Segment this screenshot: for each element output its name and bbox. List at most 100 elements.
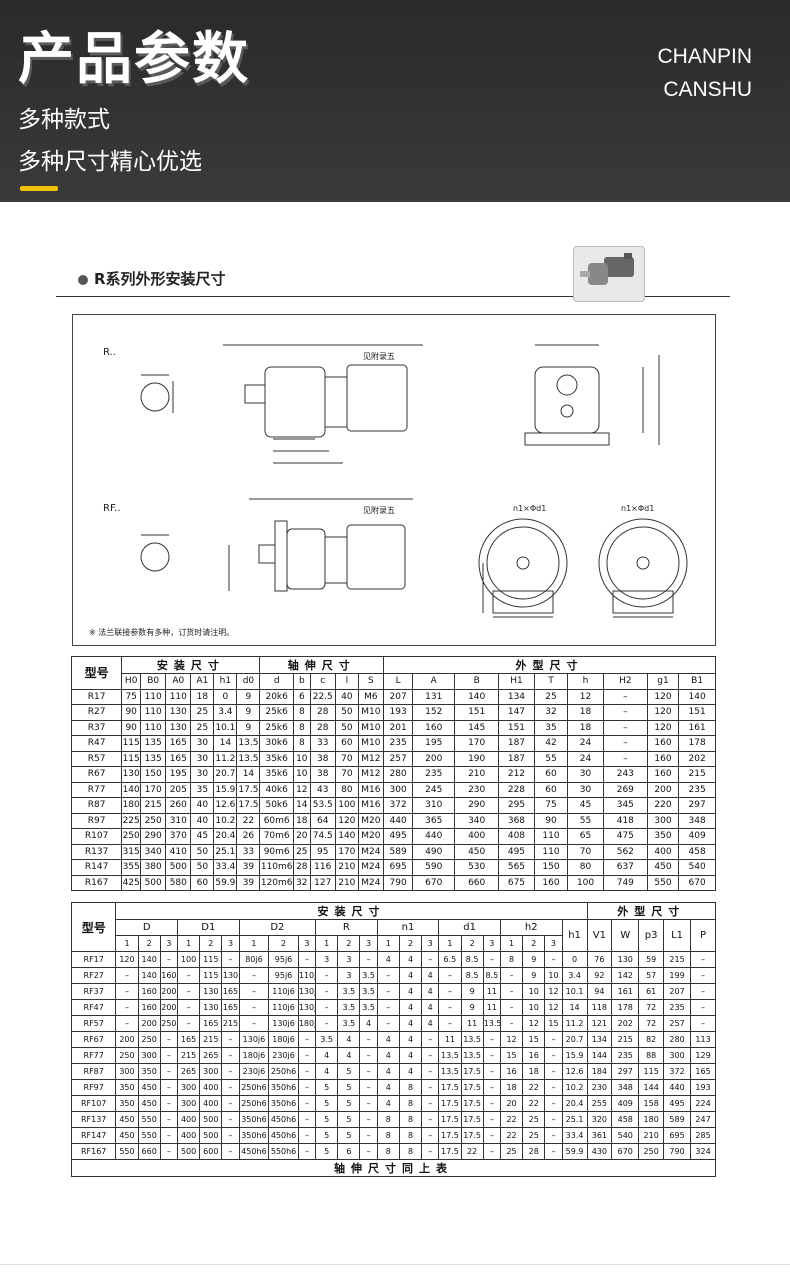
value-cell: 3.5 — [315, 1031, 339, 1048]
value-cell: – — [376, 999, 400, 1016]
value-cell: 418 — [602, 812, 648, 829]
value-cell: 250 — [115, 1047, 139, 1064]
model-cell: R67 — [70, 766, 123, 783]
value-cell: 310 — [412, 797, 456, 814]
value-cell: 8.5 — [460, 951, 484, 968]
bullet-icon — [78, 274, 88, 285]
value-cell: 210 — [638, 1127, 664, 1144]
value-cell: 247 — [690, 1111, 716, 1128]
value-cell: 250 — [140, 812, 167, 829]
value-cell: 4 — [376, 1079, 400, 1096]
table1-model-header: 型号 — [70, 656, 123, 690]
value-cell: – — [315, 967, 339, 984]
value-cell: 184 — [586, 1063, 613, 1080]
value-cell: 10.2 — [213, 812, 238, 829]
table2-col-header: V1 — [586, 919, 613, 952]
value-cell: 450h6 — [268, 1127, 299, 1144]
table2-col-header: h1 — [561, 919, 588, 952]
value-cell: – — [482, 1047, 501, 1064]
value-cell: 82 — [638, 1031, 664, 1048]
value-cell: 30 — [190, 766, 215, 783]
value-cell: 60 — [190, 874, 215, 891]
value-cell: 72 — [638, 999, 664, 1016]
value-cell: 64 — [309, 812, 336, 829]
value-cell: – — [544, 951, 563, 968]
value-cell: 25k6 — [259, 719, 294, 736]
value-cell: 350h6 — [268, 1095, 299, 1112]
value-cell: – — [297, 1047, 317, 1064]
value-cell: 15 — [544, 1015, 563, 1032]
value-cell: 450 — [454, 843, 500, 860]
value-cell: 3.4 — [561, 967, 588, 984]
value-cell: 4 — [315, 1047, 339, 1064]
value-cell: 202 — [678, 750, 716, 767]
model-cell: R37 — [70, 719, 123, 736]
value-cell: – — [602, 704, 648, 721]
table1-col-header: T — [533, 673, 569, 690]
value-cell: 450 — [115, 1127, 139, 1144]
value-cell: 100 — [334, 797, 359, 814]
value-cell: – — [359, 1063, 378, 1080]
value-cell: 207 — [382, 688, 414, 705]
table2-subnumber: 2 — [337, 935, 361, 952]
value-cell: 53.5 — [309, 797, 336, 814]
english-title-line2: CANSHU — [663, 78, 752, 101]
value-cell: 43 — [309, 781, 336, 798]
table1-col-header: h — [567, 673, 604, 690]
table2-col-header: P — [690, 919, 716, 952]
value-cell: 150 — [140, 766, 167, 783]
value-cell: – — [221, 1095, 240, 1112]
model-cell: RF57 — [70, 1015, 117, 1032]
value-cell: 265 — [177, 1063, 201, 1080]
value-cell: 22 — [499, 1111, 524, 1128]
value-cell: 210 — [454, 766, 500, 783]
value-cell: 565 — [498, 859, 535, 876]
value-cell: 10.2 — [561, 1079, 588, 1096]
value-cell: 8 — [398, 1143, 423, 1160]
table2-subnumber: 1 — [315, 935, 339, 952]
table1-col-header: S — [357, 673, 384, 690]
value-cell: 10 — [292, 766, 311, 783]
value-cell: 130 — [611, 951, 640, 968]
value-cell: 9 — [236, 688, 261, 705]
value-cell: 540 — [678, 859, 716, 876]
value-cell: 660 — [137, 1143, 161, 1160]
table2-col-header: d1 — [438, 919, 501, 936]
value-cell: 100 — [177, 951, 201, 968]
value-cell: – — [544, 1031, 563, 1048]
value-cell: 32 — [533, 704, 569, 721]
value-cell: – — [221, 951, 240, 968]
table2-col-header: R — [315, 919, 378, 936]
value-cell: 4 — [376, 1047, 400, 1064]
value-cell: 250 — [638, 1143, 664, 1160]
value-cell: 212 — [498, 766, 535, 783]
value-cell: 200 — [115, 1031, 139, 1048]
table1-col-header: b — [292, 673, 311, 690]
note-ref-rf: 见附录五 — [363, 505, 395, 515]
value-cell: 17.5 — [438, 1095, 462, 1112]
value-cell: 450 — [137, 1095, 161, 1112]
value-cell: 152 — [412, 704, 456, 721]
value-cell: – — [690, 999, 716, 1016]
value-cell: – — [159, 1063, 179, 1080]
value-cell: 368 — [498, 812, 535, 829]
value-cell: 22 — [522, 1095, 546, 1112]
value-cell: – — [602, 735, 648, 752]
value-cell: 50 — [190, 843, 215, 860]
value-cell: – — [359, 951, 378, 968]
value-cell: – — [315, 1015, 339, 1032]
value-cell: 61 — [638, 983, 664, 1000]
value-cell: 280 — [662, 1031, 692, 1048]
value-cell: 92 — [586, 967, 613, 984]
value-cell: 790 — [382, 874, 414, 891]
model-cell: R107 — [70, 828, 123, 845]
value-cell: 195 — [412, 735, 456, 752]
value-cell: 13.5 — [236, 750, 261, 767]
value-cell: 348 — [611, 1079, 640, 1096]
